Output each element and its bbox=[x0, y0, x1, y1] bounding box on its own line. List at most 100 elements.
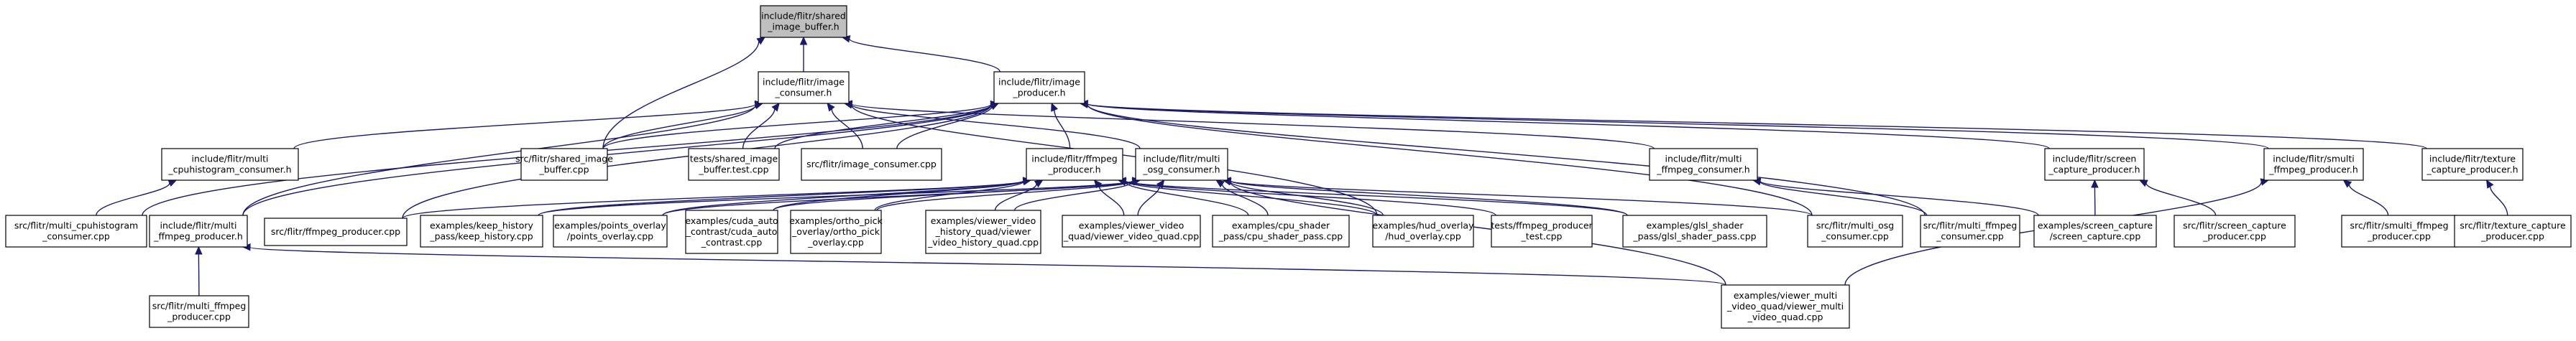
dependency-edge-ortho-pick-overlay-cpp-to-multi-osg-consumer-h bbox=[876, 177, 1141, 211]
node-label-line: _cpuhistogram_consumer.h bbox=[167, 164, 291, 175]
file-node-cpu-shader-pass-cpp[interactable]: examples/cpu_shader_pass/cpu_shader_pass… bbox=[1212, 215, 1350, 248]
node-label-line: examples/points_overlay bbox=[554, 220, 666, 231]
file-node-viewer-video-quad-cpp[interactable]: examples/viewer_video_quad/viewer_video_… bbox=[1062, 215, 1201, 248]
node-label-line: _capture_producer.h bbox=[2426, 164, 2518, 175]
arrowhead-icon bbox=[756, 37, 766, 45]
edge-line bbox=[538, 179, 1133, 216]
node-label-line: _image_buffer.h bbox=[767, 22, 839, 32]
file-node-image-consumer-h[interactable]: include/flitr/image_consumer.h bbox=[758, 71, 850, 104]
file-node-ffmpeg-producer-cpp[interactable]: src/flitr/ffmpeg_producer.cpp bbox=[264, 218, 408, 246]
dependency-edge-multi-ffmpeg-consumer-h-to-image-consumer-h bbox=[843, 100, 1655, 149]
dependency-edge-viewer-video-quad-cpp-to-multi-osg-consumer-h bbox=[1137, 179, 1165, 216]
file-node-screen-capture-producer-h[interactable]: include/flitr/screen_capture_producer.h bbox=[2044, 148, 2145, 181]
node-label-line: _buffer.test.cpp bbox=[698, 164, 768, 175]
node-label-line: _contrast/cuda_auto bbox=[686, 226, 778, 237]
file-node-screen-capture-cpp[interactable]: examples/screen_capture/screen_capture.c… bbox=[2033, 215, 2157, 248]
node-box bbox=[1807, 215, 1903, 248]
node-label-line: tests/ffmpeg_producer bbox=[1491, 220, 1593, 231]
node-label-line: _producer.cpp bbox=[2480, 231, 2544, 242]
file-node-smulti-ffmpeg-producer-h[interactable]: include/flitr/smulti_ffmpeg_producer.h bbox=[2263, 148, 2364, 181]
arrowhead-icon bbox=[167, 179, 178, 187]
node-label-line: _producer.h bbox=[1047, 164, 1100, 175]
node-layer: include/flitr/shared_image_buffer.hinclu… bbox=[5, 5, 2572, 329]
node-label-line: _quad/viewer_video_quad.cpp bbox=[1063, 231, 1199, 242]
dependency-edge-multi-cpuhistogram-consumer-h-to-image-consumer-h bbox=[293, 100, 764, 149]
node-label-line: _producer.h bbox=[1012, 88, 1065, 98]
dependency-edge-texture-capture-producer-cpp-to-texture-capture-producer-h bbox=[2485, 179, 2508, 216]
node-label-line: include/flitr/multi bbox=[160, 220, 236, 231]
file-node-smulti-ffmpeg-producer-cpp[interactable]: src/flitr/smulti_ffmpeg_producer.cpp bbox=[2341, 215, 2457, 248]
edge-line bbox=[1230, 180, 1628, 216]
edge-line bbox=[1230, 179, 1813, 216]
node-box bbox=[553, 215, 668, 248]
node-box bbox=[993, 71, 1085, 104]
edge-line bbox=[1760, 181, 1928, 216]
edge-line bbox=[602, 103, 992, 149]
file-node-ffmpeg-producer-test-cpp[interactable]: tests/ffmpeg_producer_test.cpp bbox=[1491, 215, 1593, 248]
node-label-line: _producer.cpp bbox=[2367, 231, 2431, 242]
file-node-image-consumer-cpp[interactable]: src/flitr/image_consumer.cpp bbox=[801, 148, 942, 181]
file-node-ortho-pick-overlay-cpp[interactable]: examples/ortho_pick_overlay/ortho_pick_o… bbox=[789, 210, 883, 254]
edge-line bbox=[2490, 186, 2508, 216]
file-node-viewer-multi-video-quad-cpp[interactable]: examples/viewer_multi_video_quad/viewer_… bbox=[1721, 284, 1850, 329]
node-label-line: src/flitr/screen_capture bbox=[2183, 220, 2286, 231]
node-label-line: _consumer.cpp bbox=[1821, 231, 1889, 242]
edge-line bbox=[849, 38, 1000, 73]
file-node-points-overlay-cpp[interactable]: examples/points_overlay/points_overlay.c… bbox=[553, 215, 668, 248]
edge-line bbox=[1125, 180, 1628, 216]
arrowhead-icon bbox=[827, 103, 835, 112]
node-box bbox=[1920, 215, 2020, 248]
dependency-edge-screen-capture-cpp-to-screen-capture-producer-h bbox=[2091, 179, 2099, 216]
node-label-line: include/flitr/multi bbox=[1143, 154, 1220, 164]
node-label-line: _test.cpp bbox=[1521, 231, 1563, 242]
edge-line bbox=[851, 103, 1141, 149]
file-node-shared-image-buffer-cpp[interactable]: src/flitr/shared_image_buffer.cpp bbox=[515, 148, 613, 181]
node-box bbox=[264, 218, 408, 246]
dependency-edge-smulti-ffmpeg-producer-h-to-image-producer-h bbox=[1079, 100, 2269, 149]
edge-line bbox=[773, 180, 1133, 211]
node-label-line: src/flitr/shared_image bbox=[515, 154, 613, 164]
file-node-shared-image-buffer-test-cpp[interactable]: tests/shared_image_buffer.test.cpp bbox=[688, 148, 780, 181]
node-label-line: _ffmpeg_producer.h bbox=[153, 231, 243, 242]
arrowhead-icon bbox=[2342, 179, 2352, 188]
file-node-ffmpeg-producer-h[interactable]: include/flitr/ffmpeg_producer.h bbox=[1026, 148, 1123, 181]
arrowhead-icon bbox=[1156, 179, 1165, 189]
file-node-keep-history-cpp[interactable]: examples/keep_history_pass/keep_history.… bbox=[420, 215, 543, 248]
file-node-cuda-auto-contrast-cpp[interactable]: examples/cuda_auto_contrast/cuda_auto_co… bbox=[685, 210, 778, 254]
node-label-line: _pass/keep_history.cpp bbox=[429, 231, 533, 242]
file-node-texture-capture-producer-cpp[interactable]: src/flitr/texture_capture_producer.cpp bbox=[2454, 215, 2572, 248]
file-node-multi-cpuhistogram-consumer-h[interactable]: include/flitr/multi_cpuhistogram_consume… bbox=[161, 148, 299, 181]
file-node-multi-osg-consumer-cpp[interactable]: src/flitr/multi_osg_consumer.cpp bbox=[1807, 215, 1903, 248]
node-label-line: src/flitr/multi_ffmpeg bbox=[152, 301, 247, 312]
file-node-image-producer-h[interactable]: include/flitr/image_producer.h bbox=[993, 71, 1085, 104]
edge-line bbox=[1013, 181, 1133, 211]
node-label-line: _pass/glsl_shader_pass.cpp bbox=[1632, 231, 1756, 242]
node-label-line: src/flitr/image_consumer.cpp bbox=[806, 159, 937, 169]
node-label-line: examples/screen_capture bbox=[2038, 220, 2153, 231]
node-label-line: src/flitr/multi_ffmpeg bbox=[1923, 220, 2018, 231]
file-node-multi-osg-consumer-h[interactable]: include/flitr/multi_osg_consumer.h bbox=[1135, 148, 1228, 181]
file-node-texture-capture-producer-h[interactable]: include/flitr/texture_capture_producer.h bbox=[2421, 148, 2524, 181]
edge-line bbox=[1087, 103, 2050, 149]
file-node-multi-ffmpeg-consumer-h[interactable]: include/flitr/multi_ffmpeg_consumer.h bbox=[1649, 148, 1758, 181]
file-node-hud-overlay-cpp[interactable]: examples/hud_overlay/hud_overlay.cpp bbox=[1372, 215, 1475, 248]
node-box bbox=[685, 210, 778, 254]
node-box bbox=[1062, 215, 1201, 248]
node-label-line: include/flitr/multi bbox=[191, 154, 268, 164]
node-box bbox=[1135, 148, 1228, 181]
dependency-edge-image-producer-h-to-shared-image-buffer-h bbox=[841, 35, 1000, 73]
file-node-multi-ffmpeg-producer-h[interactable]: include/flitr/multi_ffmpeg_producer.h bbox=[149, 215, 248, 248]
node-label-line: include/flitr/shared bbox=[761, 11, 846, 22]
node-box bbox=[688, 148, 780, 181]
file-node-viewer-video-history-quad-cpp[interactable]: examples/viewer_video_history_quad/viewe… bbox=[925, 210, 1041, 254]
arrowhead-icon bbox=[2138, 179, 2148, 187]
file-node-multi-ffmpeg-consumer-cpp[interactable]: src/flitr/multi_ffmpeg_consumer.cpp bbox=[1920, 215, 2020, 248]
file-node-screen-capture-producer-cpp[interactable]: src/flitr/screen_capture_producer.cpp bbox=[2174, 215, 2296, 248]
file-node-multi-cpuhistogram-consumer-cpp[interactable]: src/flitr/multi_cpuhistogram_consumer.cp… bbox=[5, 215, 147, 248]
dependency-edge-keep-history-cpp-to-multi-osg-consumer-h bbox=[538, 177, 1141, 216]
edge-line bbox=[1098, 185, 1125, 216]
file-node-glsl-shader-pass-cpp[interactable]: examples/glsl_shader_pass/glsl_shader_pa… bbox=[1622, 215, 1767, 248]
file-node-shared-image-buffer-h: include/flitr/shared_image_buffer.h bbox=[760, 5, 847, 38]
file-node-multi-ffmpeg-producer-cpp[interactable]: src/flitr/multi_ffmpeg_producer.cpp bbox=[149, 295, 249, 328]
